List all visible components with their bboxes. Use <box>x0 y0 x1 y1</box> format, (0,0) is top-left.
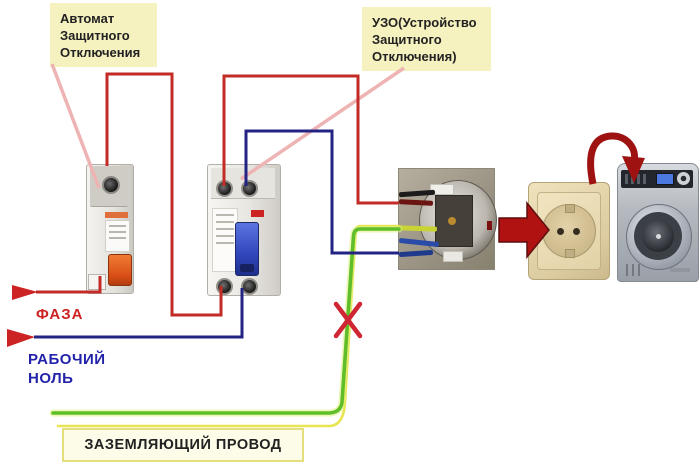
rcd-label-line: УЗО(Устройство <box>372 15 477 30</box>
socket-box-photo <box>398 168 497 270</box>
neutral-label: РАБОЧИЙ НОЛЬ <box>28 350 106 388</box>
red-mark <box>487 221 492 230</box>
washer-vents <box>626 264 644 276</box>
wire-connector-top <box>430 184 454 195</box>
red-wire-stub <box>398 199 434 206</box>
washer-badge <box>670 268 690 272</box>
rcd-label-line: Защитного <box>372 32 442 47</box>
x-mark-icon <box>333 301 363 339</box>
rcd-red-indicator <box>251 210 264 217</box>
brass-terminal <box>448 217 456 225</box>
washer-drum <box>642 220 674 252</box>
neutral-label-line: НОЛЬ <box>28 370 74 387</box>
green-wire-stub <box>398 225 438 232</box>
neutral-label-line: РАБОЧИЙ <box>28 351 106 368</box>
washer-drum-hub <box>656 234 661 239</box>
phase-label: ФАЗА <box>36 306 84 323</box>
x-mark-icon <box>333 301 363 339</box>
breaker-rating-sticker <box>105 220 130 252</box>
phase-arrowhead-icon <box>12 285 38 300</box>
rcd-photo <box>203 158 283 298</box>
washing-machine-photo <box>617 163 699 282</box>
wall-socket-photo <box>528 182 610 280</box>
rcd-bottom-screw-left <box>216 278 233 295</box>
ground-clip-top <box>565 204 575 213</box>
blue-wire-stub-2 <box>398 249 434 258</box>
rcd-top-screw-right <box>241 180 258 197</box>
washer-door-rim <box>634 212 682 260</box>
breaker-label-line: Отключения <box>60 45 141 60</box>
washer-display <box>656 173 674 185</box>
neutral-arrowhead-icon <box>7 329 35 347</box>
ground-clip-bottom <box>565 249 575 258</box>
washer-buttons <box>625 174 649 184</box>
breaker-terminal-screw <box>102 176 120 194</box>
rcd-callout-label: УЗО(Устройство Защитного Отключения) <box>362 7 491 71</box>
breaker-din-clip <box>88 274 106 290</box>
wire-connector-bottom <box>443 251 463 262</box>
washer-dial <box>677 172 690 185</box>
ground-wire-label: ЗАЗЕМЛЯЮЩИЙ ПРОВОД <box>62 428 304 462</box>
socket-hole-right <box>573 228 580 235</box>
washer-control-panel <box>621 170 693 188</box>
rcd-bottom-screw-right <box>241 278 258 295</box>
ground-wire-label-text: ЗАЗЕМЛЯЮЩИЙ ПРОВОД <box>84 437 282 453</box>
breaker-toggle-lever <box>108 254 132 286</box>
breaker-orange-chip <box>105 212 128 218</box>
socket-hole-left <box>557 228 564 235</box>
breaker-label-line: Автомат <box>60 11 115 26</box>
rcd-label-line: Отключения) <box>372 49 457 64</box>
washer-door <box>626 204 692 270</box>
breaker-callout-label: Автомат Защитного Отключения <box>50 3 157 67</box>
circuit-breaker-photo <box>78 162 140 294</box>
rcd-top-screw-left <box>216 180 233 197</box>
rcd-toggle-lever <box>235 222 259 276</box>
breaker-label-line: Защитного <box>60 28 130 43</box>
